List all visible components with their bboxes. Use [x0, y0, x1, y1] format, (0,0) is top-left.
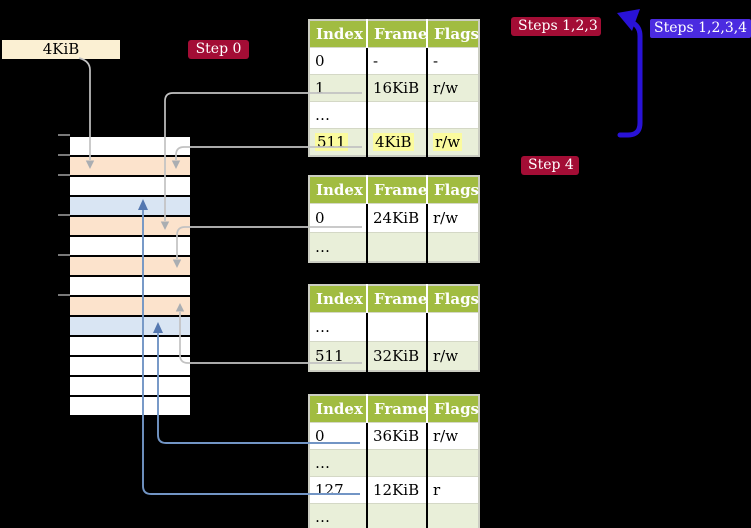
memory-frame-row-8 — [70, 295, 190, 315]
cell-flags: r/w — [426, 74, 479, 102]
table-row: 0 - - — [309, 47, 479, 75]
table-header-row: Index Frame Flags — [309, 176, 479, 204]
cell-frame — [366, 101, 427, 129]
cell-index: … — [309, 101, 367, 129]
cell-index: 1 — [309, 74, 367, 102]
column-header-index: Index — [309, 176, 367, 204]
cell-index: 127 — [309, 476, 367, 504]
memory-tick-marks — [58, 134, 70, 296]
cell-flags: r/w — [426, 203, 479, 233]
cell-flags: r/w — [426, 422, 479, 450]
memory-frame-row-3 — [70, 195, 190, 215]
cell-flags: r — [426, 476, 479, 504]
column-header-index: Index — [309, 285, 367, 313]
table-row: 127 12KiB r — [309, 476, 479, 504]
table-row: 511 32KiB r/w — [309, 341, 479, 371]
table-row: 0 36KiB r/w — [309, 422, 479, 450]
memory-frame-row-6 — [70, 255, 190, 275]
page-table-2: Index Frame Flags 0 24KiB r/w … — [308, 175, 480, 263]
table-row-highlighted: 511 4KiB r/w — [309, 128, 479, 156]
cell-frame: 16KiB — [366, 74, 427, 102]
highlighted-value: 511 — [315, 133, 348, 151]
badge-step-0: Step 0 — [188, 40, 249, 59]
badge-steps-1-2-3: Steps 1,2,3 — [511, 17, 601, 36]
cell-flags: r/w — [426, 128, 479, 156]
highlighted-value: 4KiB — [373, 133, 414, 151]
page-table-1: Index Frame Flags 0 - - 1 16KiB r/w … 51… — [308, 19, 480, 157]
cell-frame: 12KiB — [366, 476, 427, 504]
highlighted-value: r/w — [433, 133, 463, 151]
cell-index: 511 — [309, 128, 367, 156]
cell-frame: - — [366, 47, 427, 75]
cell-index: 0 — [309, 47, 367, 75]
cell-flags: - — [426, 47, 479, 75]
table-header-row: Index Frame Flags — [309, 20, 479, 48]
loop-arrow — [617, 20, 643, 138]
memory-frame-row-9 — [70, 315, 190, 335]
column-header-frame: Frame — [366, 176, 427, 204]
badge-step-4: Step 4 — [521, 156, 579, 175]
memory-frame-row-5 — [70, 235, 190, 255]
cell-index: 0 — [309, 422, 367, 450]
column-header-index: Index — [309, 395, 367, 423]
column-header-flags: Flags — [426, 176, 479, 204]
memory-frame-row-13 — [70, 395, 190, 415]
table-header-row: Index Frame Flags — [309, 285, 479, 313]
cell-index: … — [309, 503, 367, 528]
badge-steps-1-2-3-4: Steps 1,2,3,4 — [650, 19, 751, 38]
cell-index: 511 — [309, 341, 367, 371]
column-header-flags: Flags — [426, 20, 479, 48]
table-header-row: Index Frame Flags — [309, 395, 479, 423]
column-header-flags: Flags — [426, 395, 479, 423]
cell-frame: 4KiB — [366, 128, 427, 156]
memory-frame-row-4 — [70, 215, 190, 235]
cell-flags — [426, 232, 479, 262]
cell-flags: r/w — [426, 341, 479, 371]
memory-frame-row-12 — [70, 375, 190, 395]
frame-size-label: 4KiB — [2, 40, 120, 59]
cell-flags — [426, 312, 479, 342]
table-row: … — [309, 232, 479, 262]
column-header-index: Index — [309, 20, 367, 48]
table-row: … — [309, 503, 479, 528]
memory-frame-row-1 — [70, 155, 190, 175]
memory-frame-row-11 — [70, 355, 190, 375]
cell-frame — [366, 312, 427, 342]
page-table-4: Index Frame Flags 0 36KiB r/w … 127 12Ki… — [308, 394, 480, 528]
column-header-flags: Flags — [426, 285, 479, 313]
cell-flags — [426, 449, 479, 477]
table-row: 0 24KiB r/w — [309, 203, 479, 233]
cell-frame — [366, 503, 427, 528]
physical-memory-column — [70, 135, 190, 415]
cell-frame — [366, 449, 427, 477]
cell-index: … — [309, 449, 367, 477]
loop-arrowhead-icon — [617, 9, 640, 31]
cell-frame: 36KiB — [366, 422, 427, 450]
table-row: 1 16KiB r/w — [309, 74, 479, 102]
column-header-frame: Frame — [366, 285, 427, 313]
memory-frame-row-7 — [70, 275, 190, 295]
cell-flags — [426, 503, 479, 528]
column-header-frame: Frame — [366, 20, 427, 48]
cell-index: … — [309, 312, 367, 342]
table-row: … — [309, 449, 479, 477]
table-row: … — [309, 101, 479, 129]
table-row: … — [309, 312, 479, 342]
cell-frame — [366, 232, 427, 262]
memory-frame-row-0 — [70, 137, 190, 155]
column-header-frame: Frame — [366, 395, 427, 423]
cell-frame: 32KiB — [366, 341, 427, 371]
memory-frame-row-10 — [70, 335, 190, 355]
cell-index: … — [309, 232, 367, 262]
cell-frame: 24KiB — [366, 203, 427, 233]
memory-frame-row-2 — [70, 175, 190, 195]
page-table-3: Index Frame Flags … 511 32KiB r/w — [308, 284, 480, 372]
cell-index: 0 — [309, 203, 367, 233]
cell-flags — [426, 101, 479, 129]
